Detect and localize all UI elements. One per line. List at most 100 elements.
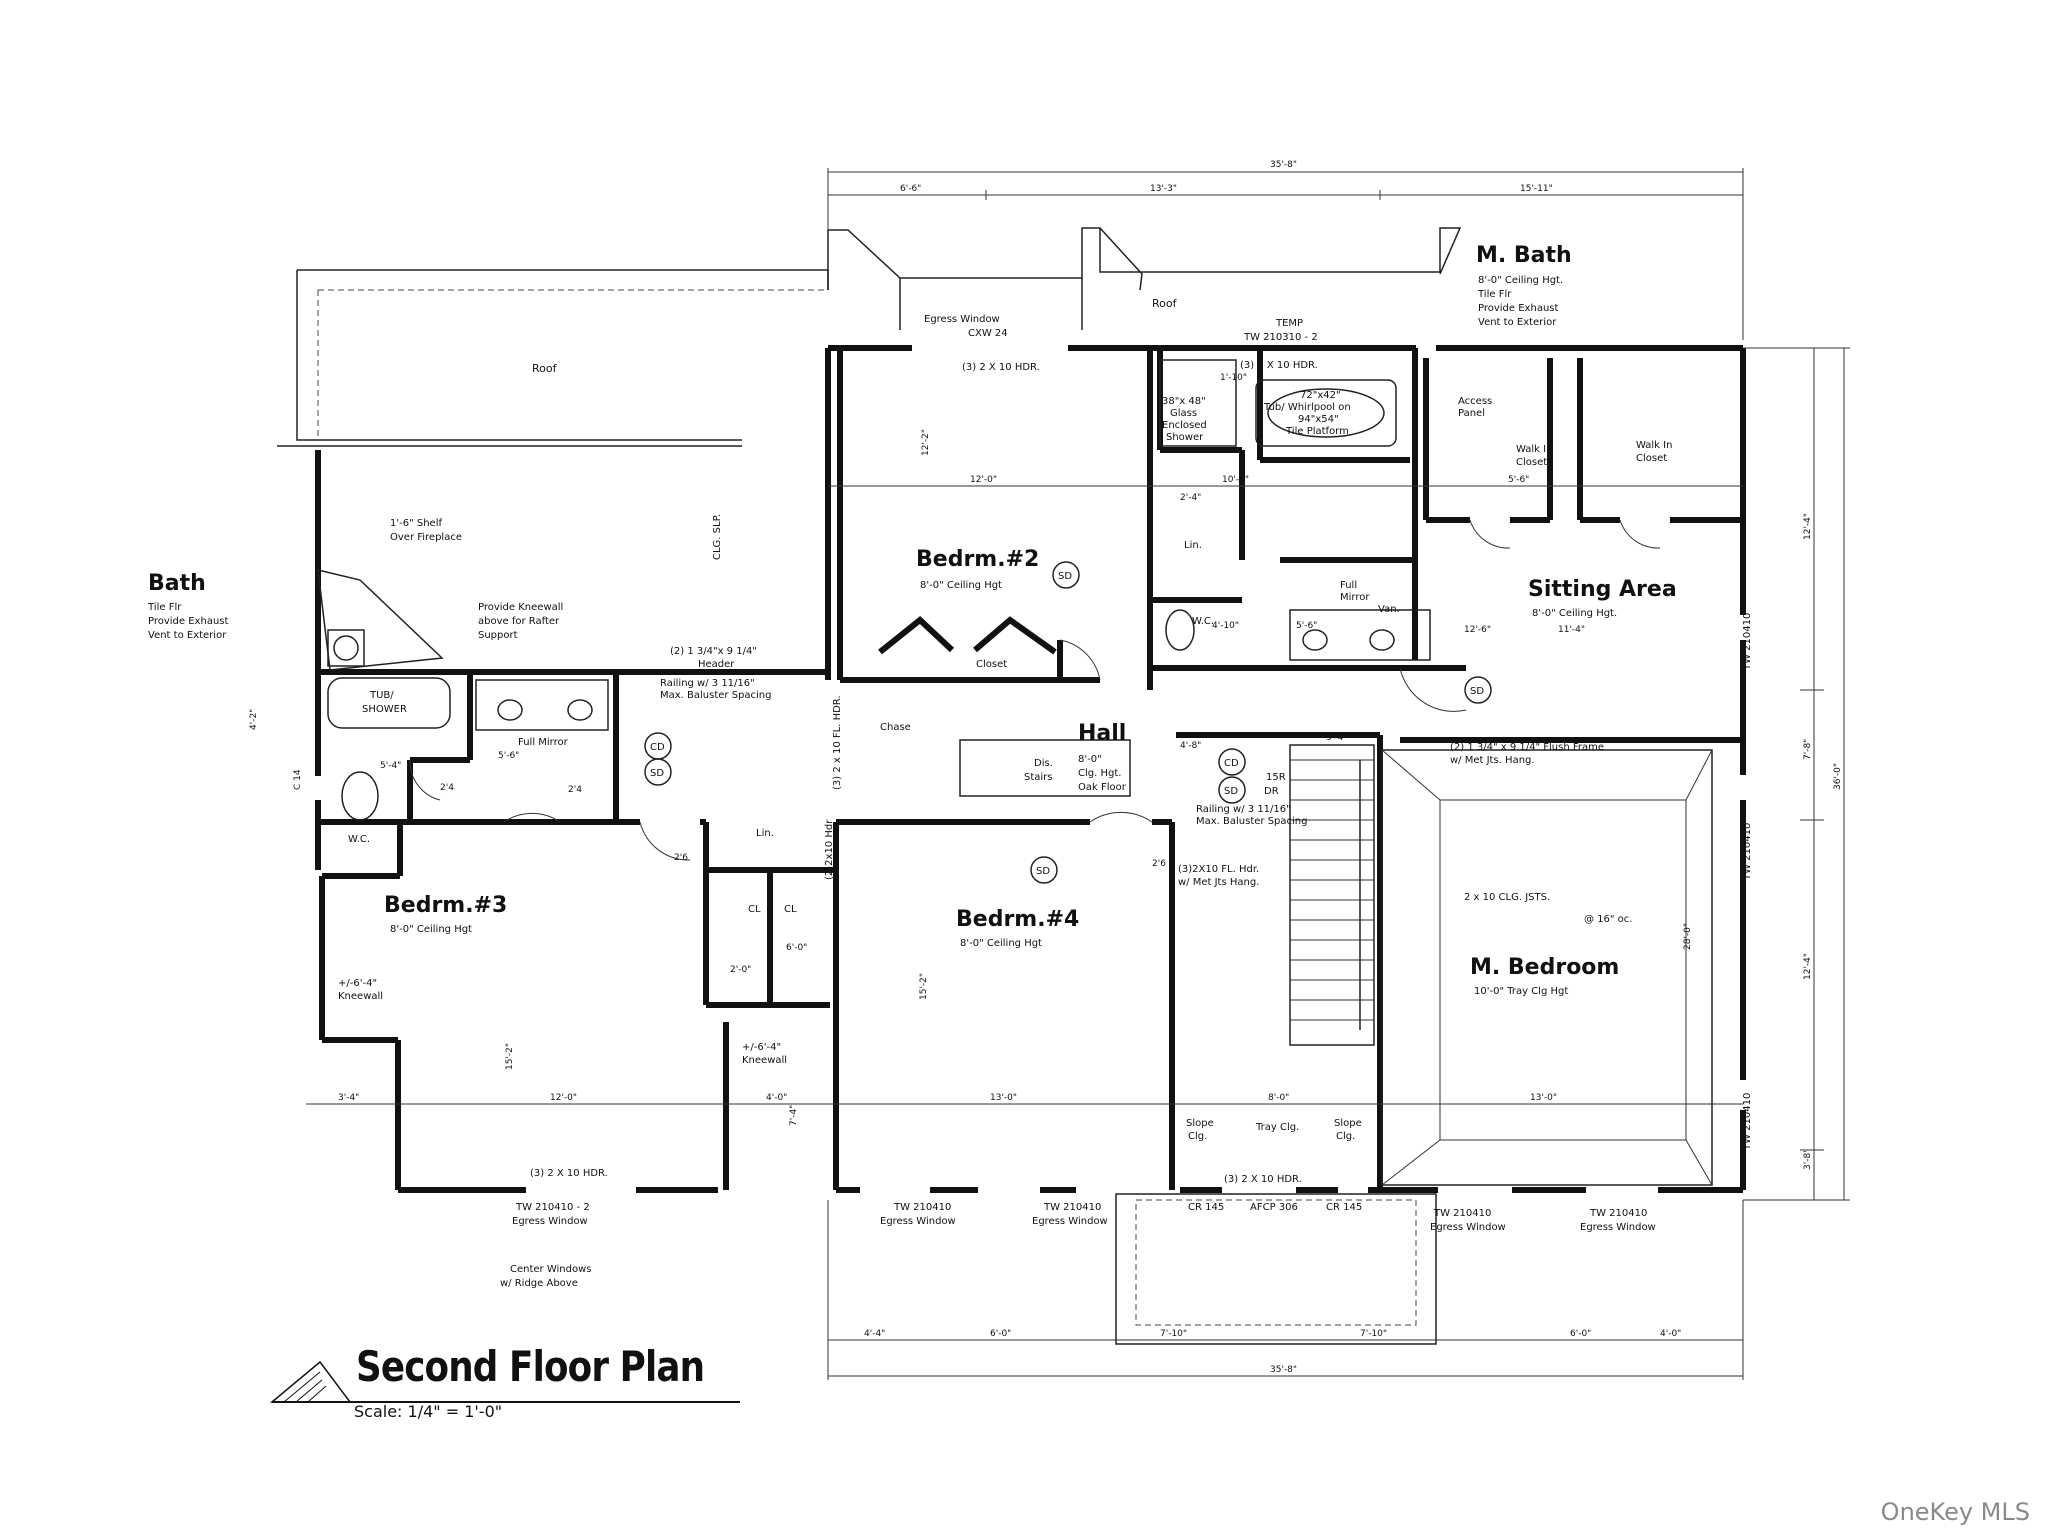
dim-right-a: 12'-4" [1803,513,1813,540]
bottom-dimensions: 4'-4" 6'-0" 7'-10" 7'-10" 6'-0" 4'-0" 35… [827,1200,1744,1380]
hall-l1: 8'-0" [1078,754,1102,765]
mbath-label: M. Bath [1476,243,1572,268]
right-dimensions [1743,347,1850,1201]
dim-left-a: 3'-4" [338,1093,359,1103]
tub-3: 94"x54" [1298,414,1339,425]
afcp: AFCP 306 [1250,1202,1298,1213]
watermark: OneKey MLS [1880,1498,2030,1526]
header-2: Header [698,659,735,670]
bedroom3-label: Bedrm.#3 [384,893,507,918]
dim-hall-b: 3'-4" [1326,733,1347,743]
tw-side-1: TW 210410 [1742,613,1753,671]
railing-4: Max. Baluster Spacing [1196,816,1308,827]
bedroom4-ceiling: 8'-0" Ceiling Hgt [960,938,1042,949]
bedroom2-label: Bedrm.#2 [916,547,1039,572]
dim-b3-bottom: 4'-0" [766,1093,787,1103]
mbath-note3: Provide Exhaust [1478,303,1558,314]
tub-2: Tub/ Whirlpool on [1263,402,1351,413]
cd-stair: CD [1224,758,1239,769]
dim-bath-b: 5'-6" [498,751,519,761]
dim-bot-d: 7'-10" [1360,1329,1387,1339]
tw-side-3: TW 210410 [1742,1093,1753,1151]
dim-top-a: 6'-6" [900,184,921,194]
sd-hall: SD [650,768,664,779]
bed3-kneewall-2: Kneewall [338,991,383,1002]
dim-bot-a: 4'-4" [864,1329,885,1339]
roof-outline: Roof Roof [277,227,1462,447]
dim-bot-c: 7'-10" [1160,1329,1187,1339]
tw-mb2: TW 210410 [1589,1208,1647,1219]
sd-stair: SD [1224,786,1238,797]
cr145-a: CR 145 [1188,1202,1224,1213]
hdr-top: (3) 2 X 10 HDR. [962,362,1040,373]
room-labels: Bath Tile Flr Provide Exhaust Vent to Ex… [147,243,1677,997]
fl-hdr-label: (3) 2 x 10 FL. HDR. [832,695,843,790]
dim-sit-w: 11'-4" [1558,625,1585,635]
dim-door-24: 2'4 [440,783,454,793]
dim-b3-h: 15'-2" [505,1043,515,1070]
access-2: Panel [1458,408,1485,419]
dim-mb-b: 12'-6" [1464,625,1491,635]
hdr-2x10-label: (2)2x10 Hdr [824,819,835,880]
bath-note3: Vent to Exterior [148,630,227,641]
annotations: Egress Window CXW 24 (3) 2 X 10 HDR. TEM… [338,314,1672,1289]
tub-shower-label2: SHOWER [362,704,407,715]
door-swings [409,519,1661,861]
dim-top-c: 15'-11" [1520,184,1553,194]
dim-bath-c: 2'4 [568,785,582,795]
dim-mb-e: 4'-10" [1212,621,1239,631]
closet-label: Closet [976,659,1007,670]
dim-mb-a: 10'-8" [1222,475,1249,485]
closet-cl-2: CL [784,904,797,915]
bath-note2: Provide Exhaust [148,616,228,627]
tw-b4a: TW 210410 [893,1202,951,1213]
temp-label: TEMP [1275,318,1303,329]
ridge-above: w/ Ridge Above [500,1278,578,1289]
mbath-note2: Tile Flr [1477,289,1512,300]
dim-b4-h: 15'-2" [919,973,929,1000]
dim-door-26: 2'6 [674,853,688,863]
balcony-bottom [1115,1193,1437,1345]
dim-right-c: 12'-4" [1803,953,1813,980]
steps-label: 15R [1266,772,1286,783]
dim-b4-w: 13'-0" [990,1093,1017,1103]
shower-4: Shower [1166,432,1204,443]
full-mirror: Full Mirror [518,737,569,748]
hall-l2: Clg. Hgt. [1078,768,1121,779]
shower-3: Enclosed [1162,420,1207,431]
header-1: (2) 1 3/4"x 9 1/4" [670,646,757,657]
egress-mb2: Egress Window [1580,1222,1656,1233]
dim-mbed-depth: 28'-0" [1683,923,1693,950]
hall-l3: Oak Floor [1078,782,1127,793]
plan-title: Second Floor Plan [356,1342,705,1391]
sd-bed4: SD [1036,866,1050,877]
access-1: Access [1458,396,1492,407]
dim-b3-w: 12'-0" [550,1093,577,1103]
tw-b4b: TW 210410 [1043,1202,1101,1213]
plan-scale: Scale: 1/4" = 1'-0" [354,1402,503,1421]
linen-label: Lin. [756,828,774,839]
tub-shower-label1: TUB/ [369,690,394,701]
dim-bot-b: 6'-0" [990,1329,1011,1339]
hdr-mbath: (3) 2 X 10 HDR. [1240,360,1318,371]
dr-label: DR [1264,786,1279,797]
tw-mb1: TW 210410 [1433,1208,1491,1219]
walkin1-b: Closet [1516,457,1547,468]
roof-left-label: Roof [532,362,558,375]
dim-mbed-w: 13'-0" [1530,1093,1557,1103]
walkin1-a: Walk In [1516,444,1552,455]
hall-label: Hall [1078,721,1126,746]
walkin2-b: Closet [1636,453,1667,464]
flush-frame-2: w/ Met Jts. Hang. [1450,755,1535,766]
cd-hall: CD [650,742,665,753]
kneewall-1: Provide Kneewall [478,602,563,613]
railing-3: Railing w/ 3 11/16" [1196,804,1291,815]
sitting-area-ceiling: 8'-0" Ceiling Hgt. [1532,608,1617,619]
egress-mb1: Egress Window [1430,1222,1506,1233]
dim-b2-w: 12'-0" [970,475,997,485]
egress-bottom: Egress Window [512,1216,588,1227]
dim-door-26b: 2'6 [1152,859,1166,869]
dim-tray-w: 8'-0" [1268,1093,1289,1103]
fl-hdr-1: (3)2X10 FL. Hdr. [1178,864,1259,875]
